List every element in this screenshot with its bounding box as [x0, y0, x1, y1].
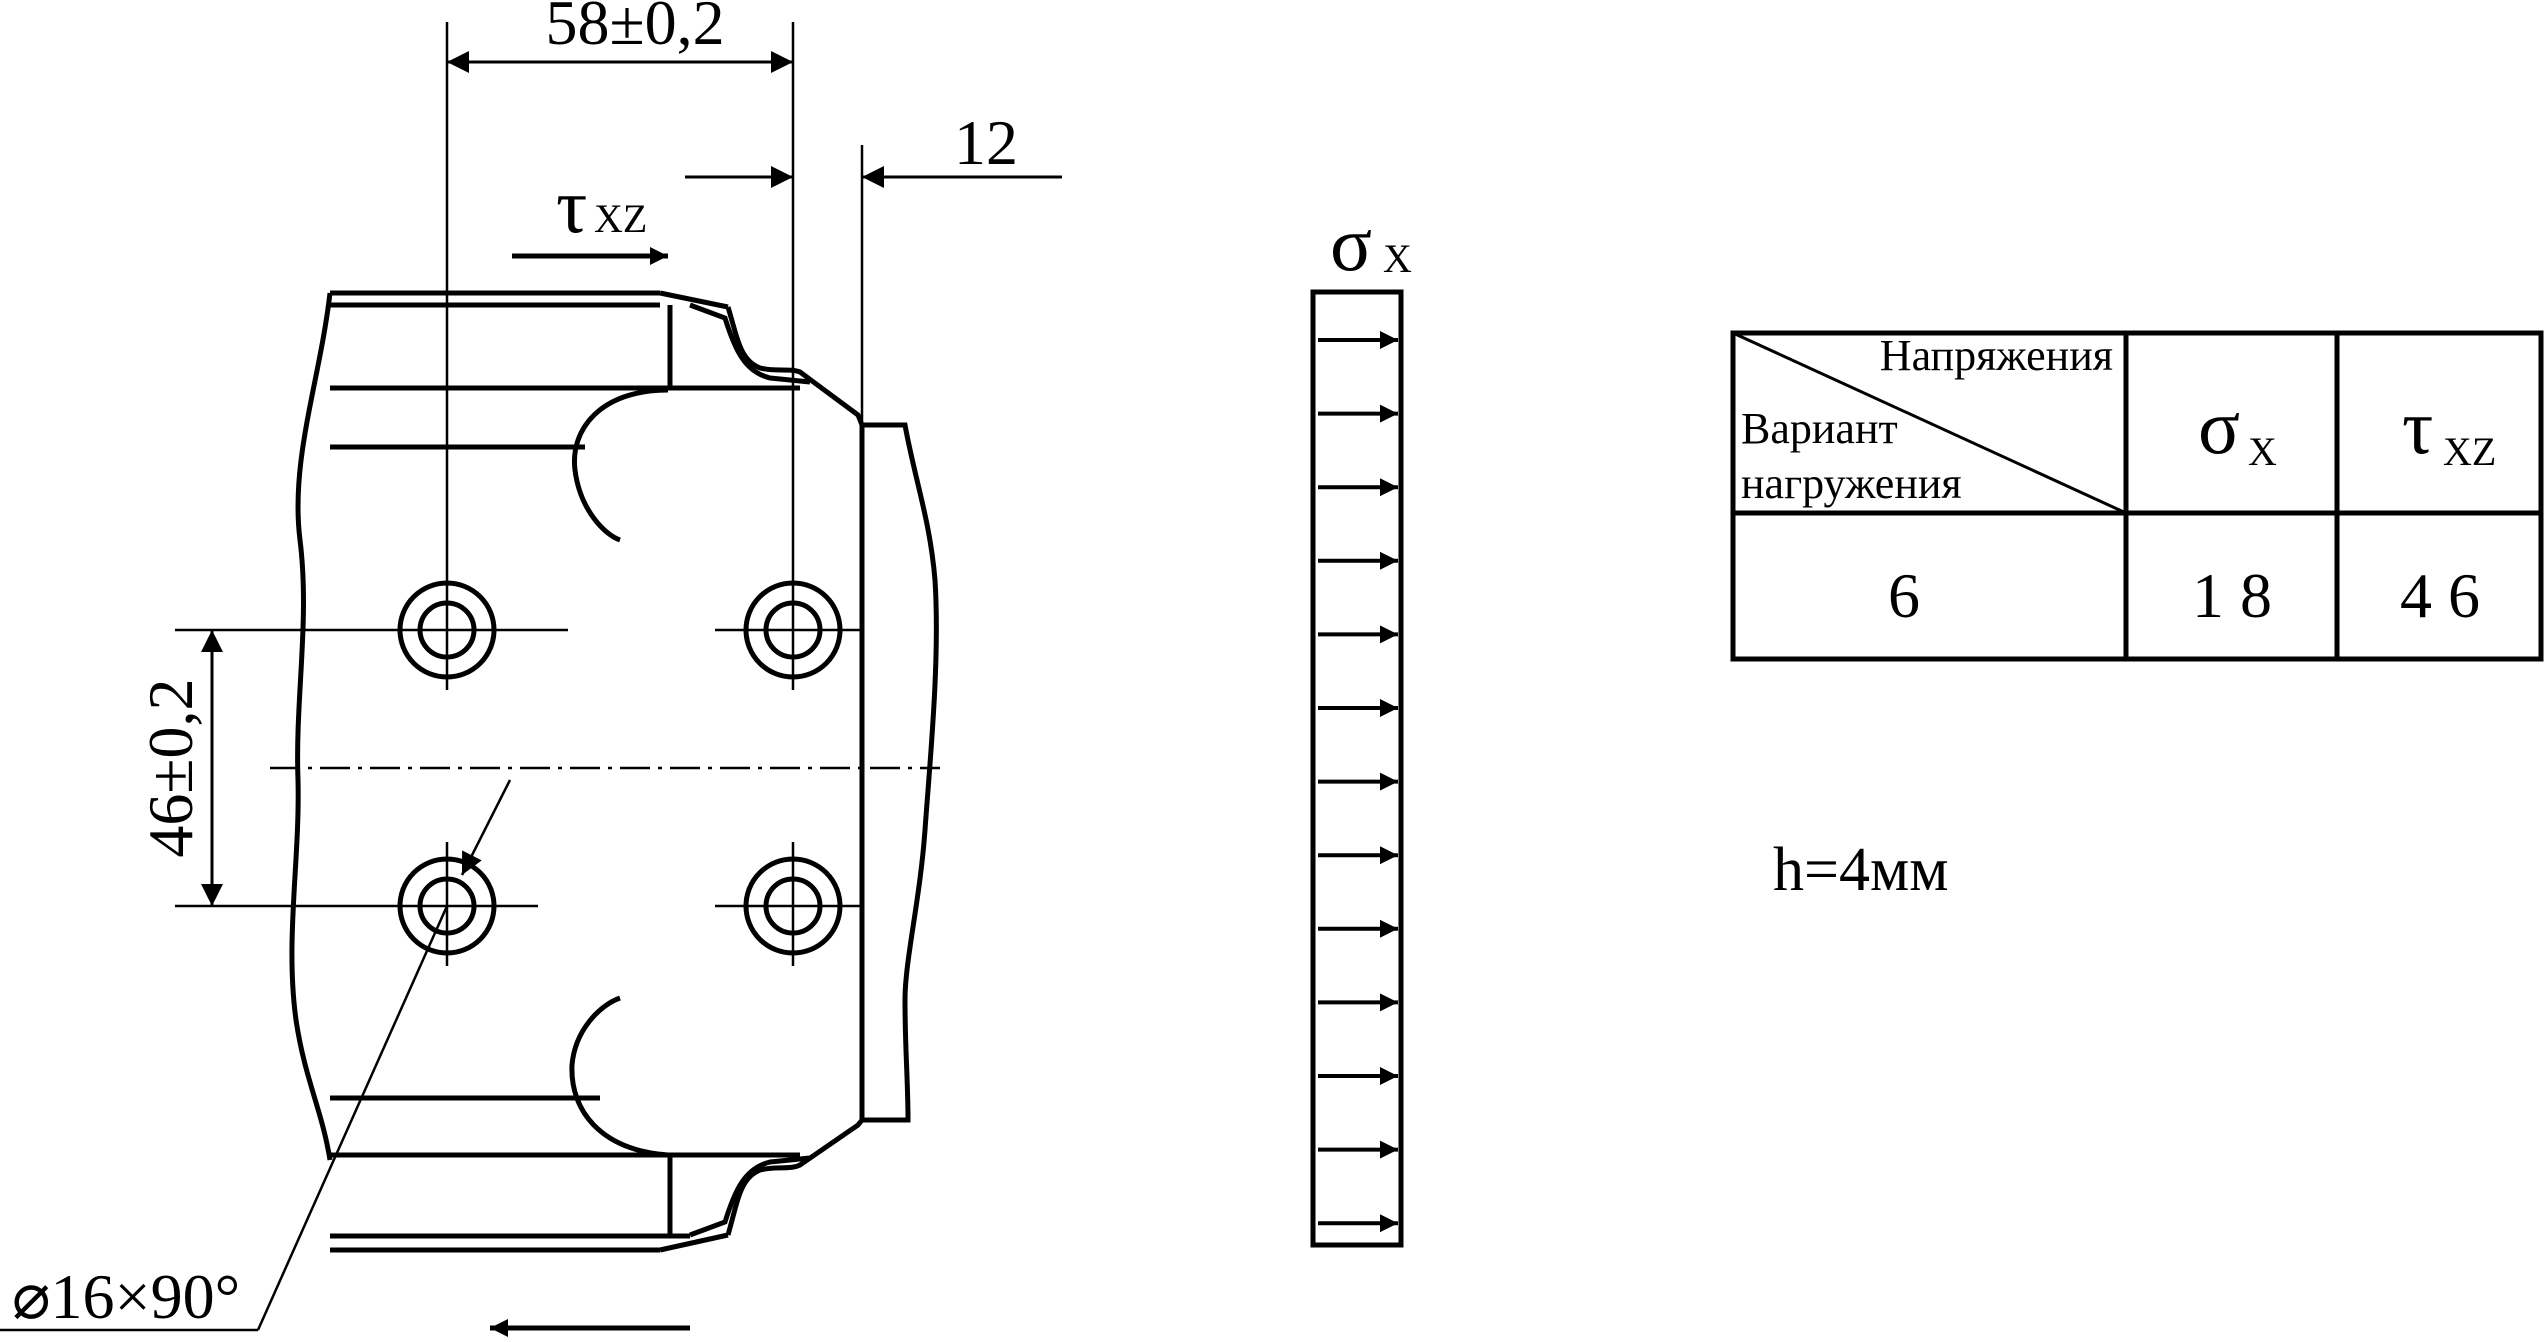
table-tau-symbol: τ: [2402, 383, 2433, 470]
tau-symbol-top: τ: [556, 162, 587, 249]
table-diagonal: [1732, 331, 2127, 515]
table-sigma-sub: X: [2248, 429, 2277, 474]
left-break-line: [289, 292, 333, 1161]
thickness-note: h=4мм: [1773, 836, 1948, 904]
sigma-load-box: [1310, 289, 1404, 1248]
bottom-cutout-arc: [569, 995, 669, 1158]
table-header-variant-line2: нагружения: [1741, 459, 1962, 508]
sigma-subscript: X: [1383, 236, 1412, 281]
hole-callout: ⌀16×90°: [0, 779, 512, 1332]
bottom-notch-inner: [689, 1155, 811, 1238]
dim-12-text: 12: [954, 107, 1018, 178]
dim-46-text: 46±0,2: [135, 678, 206, 857]
table-cell-sigma: 1 8: [2192, 560, 2272, 631]
table-header-variant-line1: Вариант: [1741, 404, 1898, 453]
dimension-12: 12: [685, 107, 1062, 188]
table-cell-tau: 4 6: [2400, 560, 2480, 631]
load-table: Напряжения Вариант нагружения σ X τ XZ 6…: [1730, 330, 2544, 662]
dimension-58: 58±0,2: [447, 0, 793, 73]
table-sigma-symbol: σ: [2198, 383, 2240, 470]
dimension-46: 46±0,2: [135, 630, 223, 906]
top-cutout-arc: [571, 387, 669, 543]
bottom-chamfer: [659, 1232, 729, 1253]
top-notch-inner: [689, 302, 811, 385]
table-col-tau-header: τ XZ: [2402, 383, 2496, 474]
table-border: [1730, 330, 2544, 662]
table-cell-variant: 6: [1888, 560, 1920, 631]
dim-58-text: 58±0,2: [545, 0, 724, 58]
sigma-load-diagram: σ X: [1310, 200, 1412, 1248]
sigma-arrows: [1318, 331, 1398, 1233]
part-outline: [289, 290, 939, 1253]
table-header-stresses: Напряжения: [1880, 331, 2113, 380]
sigma-symbol: σ: [1330, 200, 1372, 287]
hole-callout-text: ⌀16×90°: [12, 1261, 240, 1332]
bottom-notch: [725, 1118, 864, 1236]
top-chamfer: [659, 290, 729, 310]
table-tau-sub: XZ: [2443, 429, 2496, 474]
top-notch: [725, 306, 865, 426]
table-col-sigma-header: σ X: [2198, 383, 2277, 474]
tau-subscript-top: XZ: [594, 196, 647, 241]
tau-label-top: τ XZ: [512, 162, 668, 265]
center-lines: [175, 22, 940, 966]
right-flange: [862, 422, 939, 1123]
